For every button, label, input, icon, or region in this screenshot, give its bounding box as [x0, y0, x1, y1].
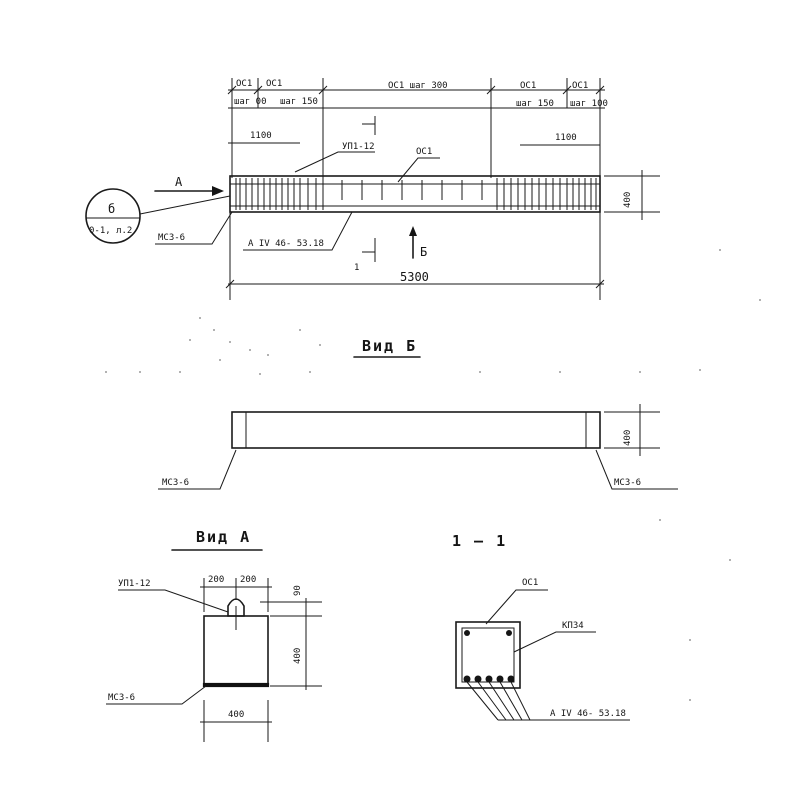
- label-up1-12: УП1-12: [342, 142, 375, 152]
- view-a-dim-width: 400: [228, 710, 244, 720]
- label-step-a: шаг 00: [234, 97, 267, 107]
- stirrups-right: [496, 178, 597, 210]
- section-label-rebar: А IV 46- 53.18: [550, 709, 626, 719]
- view-a-leader-up1: [118, 589, 229, 613]
- beam-body: [229, 175, 601, 213]
- section-body: [455, 621, 521, 689]
- section-bar-bottom-5: [507, 675, 515, 683]
- dim-1100-right: 1100: [555, 133, 577, 143]
- section-mark-bottom: 1: [354, 263, 359, 273]
- view-b-label-right: МС3-6: [614, 478, 641, 488]
- label-oc1-c: ОС1: [520, 81, 536, 91]
- section-leader-kp34: [513, 631, 596, 653]
- view-a: Вид А УП1-12 200 200 90 400 МС3-6 400: [106, 528, 322, 742]
- view-b-height: 400: [623, 430, 633, 446]
- label-oc1-mid: ОС1 шаг 300: [388, 81, 448, 91]
- arrow-a-head: [212, 186, 224, 196]
- section-leader-oc1: [485, 589, 548, 625]
- stirrups-middle: [341, 180, 483, 200]
- section-1-1: 1 — 1 ОС1 КП34 А IV 46- 53.18: [452, 532, 630, 721]
- label-step-b: шаг 150: [280, 97, 318, 107]
- dim-length-tick-left: [225, 279, 235, 289]
- section-bar-bottom-1: [463, 675, 471, 683]
- leader-oc1: [397, 157, 440, 183]
- label-oc1-d: ОС1: [572, 81, 588, 91]
- section-rebar-leaders: [466, 681, 531, 721]
- label-rebar: А IV 46- 53.18: [248, 239, 324, 249]
- dim-ticks-top: [227, 85, 605, 95]
- leader-mc3-6: [155, 211, 233, 245]
- arrow-a-label: А: [175, 175, 183, 189]
- view-a-plate: [202, 682, 270, 688]
- section-bar-top-right: [506, 630, 512, 636]
- view-b: Вид Б 400 МС3-6 МС3-6: [158, 337, 678, 490]
- section-bar-top-left: [464, 630, 470, 636]
- section-label-oc1: ОС1: [522, 578, 538, 588]
- section-stirrup: [461, 627, 515, 683]
- view-b-body: [231, 411, 601, 449]
- stirrups-left: [235, 178, 324, 210]
- view-a-leader-mc3: [106, 685, 207, 705]
- label-mc3-6: МС3-6: [158, 233, 185, 243]
- view-b-leader-left: [158, 449, 237, 490]
- label-oc1-body: ОС1: [416, 147, 432, 157]
- view-a-dim-90: 90: [293, 585, 303, 596]
- dim-length: 5300: [400, 270, 429, 284]
- view-b-leader-right: [595, 449, 678, 490]
- section-label-kp34: КП34: [562, 621, 584, 631]
- view-b-arrow-head: [409, 226, 417, 236]
- view-a-dim-200-b: 200: [240, 575, 256, 585]
- view-a-label-up1: УП1-12: [118, 579, 151, 589]
- callout-top: б: [108, 202, 115, 216]
- leader-up1-12: [294, 151, 375, 173]
- lifting-loop: [227, 598, 245, 617]
- label-oc1-a: ОС1: [236, 79, 252, 89]
- scan-noise: [105, 249, 761, 701]
- callout-leader: [139, 195, 231, 215]
- section-title: 1 — 1: [452, 532, 507, 550]
- callout-circle: [85, 188, 141, 244]
- section-bar-bottom-3: [485, 675, 493, 683]
- view-a-label-mc3: МС3-6: [108, 693, 135, 703]
- dim-height: 400: [623, 192, 633, 208]
- label-step-d: шаг 100: [570, 99, 608, 109]
- section-bar-bottom-2: [474, 675, 482, 683]
- dim-length-tick-right: [595, 279, 605, 289]
- view-a-dim-height: 400: [293, 648, 303, 664]
- view-b-title: Вид Б: [362, 337, 417, 355]
- label-oc1-b: ОС1: [266, 79, 282, 89]
- dim-1100-left: 1100: [250, 131, 272, 141]
- view-b-mark: Б: [420, 245, 427, 259]
- beam-elevation: ОС1 ОС1 ОС1 шаг 300 ОС1 ОС1 шаг 00 шаг 1…: [85, 78, 660, 300]
- label-step-c: шаг 150: [516, 99, 554, 109]
- view-a-dim-200-a: 200: [208, 575, 224, 585]
- callout-bottom: 0-1, л.2: [89, 226, 132, 236]
- view-a-title: Вид А: [196, 528, 251, 546]
- leader-rebar: [243, 211, 353, 251]
- section-bar-bottom-4: [496, 675, 504, 683]
- view-b-label-left: МС3-6: [162, 478, 189, 488]
